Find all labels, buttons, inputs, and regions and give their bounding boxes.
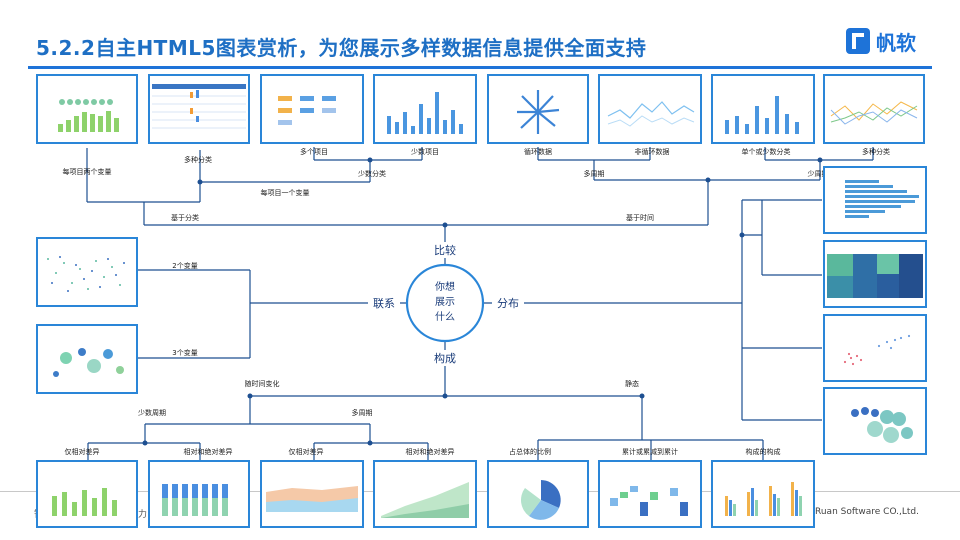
thumb-grouped-bar-graphic xyxy=(725,482,802,516)
thumb-line-chart[interactable] xyxy=(598,74,702,144)
branch-compare: 比较 xyxy=(434,243,456,257)
branch-relation: 联系 xyxy=(373,297,395,310)
thumb-horizontal-bar-chart[interactable] xyxy=(823,166,927,234)
thumb-density-scatter-graphic xyxy=(843,334,911,366)
thumb-multi-line-graphic xyxy=(830,101,918,125)
thumb-scatter-graphic xyxy=(47,256,125,292)
thumb-line-graphic xyxy=(607,101,695,127)
label-single-or-few: 单个或少数分类 xyxy=(742,147,791,156)
label-non-cyclic: 非循环数据 xyxy=(635,147,670,156)
thumb-waterfall-graphic xyxy=(610,486,688,516)
thumb-horizontal-bar-graphic xyxy=(845,180,919,218)
thumb-treemap-chart[interactable] xyxy=(823,240,927,308)
thumb-area-relative[interactable] xyxy=(260,460,364,528)
thumb-stacked-bar-relative[interactable] xyxy=(36,460,138,528)
thumb-multi-item-bars[interactable] xyxy=(260,74,364,144)
thumb-single-class-graphic xyxy=(725,96,799,134)
label-share-of-total: 占总体的比例 xyxy=(509,447,551,456)
thumb-stacked-bar-absolute-graphic xyxy=(162,484,228,516)
thumb-bubble-cluster-graphic xyxy=(851,407,913,443)
branch-distribution: 分布 xyxy=(497,297,519,310)
thumb-area-absolute[interactable] xyxy=(373,460,477,528)
label-few-periods-comp: 少数周期 xyxy=(138,408,166,417)
thumb-grouped-bar-chart[interactable] xyxy=(711,460,815,528)
junction-dots xyxy=(142,157,823,446)
thumb-radial-graphic xyxy=(517,90,560,134)
footer-copyright: Ruan Software CO.,Ltd. xyxy=(815,507,920,517)
label-by-class: 基于分类 xyxy=(171,213,199,222)
label-cumulative: 累计或累减到累计 xyxy=(622,447,678,456)
label-relative-abs-diff: 相对和绝对差异 xyxy=(184,447,233,456)
thumb-multi-item-graphic xyxy=(278,96,336,125)
page-title: 5.2.2自主HTML5图表赏析，为您展示多样数据信息提供全面支持 xyxy=(36,36,647,60)
logo-text: 帆软 xyxy=(876,30,916,55)
center-line-3: 什么 xyxy=(435,311,455,323)
center-circle xyxy=(405,263,485,343)
logo-icon xyxy=(846,28,870,54)
thumb-stacked-bar-absolute[interactable] xyxy=(148,460,250,528)
thumb-few-item-bars[interactable] xyxy=(373,74,477,144)
label-over-time: 随时间变化 xyxy=(245,379,280,388)
thumb-table-graphic xyxy=(152,84,246,129)
label-two-vars: 2个变量 xyxy=(172,261,197,270)
logo: 帆软 xyxy=(846,26,916,56)
thumb-bubble-chart[interactable] xyxy=(36,324,138,394)
thumb-density-scatter-chart[interactable] xyxy=(823,314,927,382)
thumb-radial-chart[interactable] xyxy=(487,74,589,144)
thumb-bubble-cluster-chart[interactable] xyxy=(823,387,927,455)
label-multi-items: 多个项目 xyxy=(300,147,328,156)
label-three-vars: 3个变量 xyxy=(172,348,197,357)
branch-composition: 构成 xyxy=(434,351,456,365)
thumb-stacked-bar-relative-graphic xyxy=(52,488,117,516)
thumb-dot-bar-chart[interactable] xyxy=(36,74,138,144)
center-line-2: 展示 xyxy=(435,296,455,308)
label-one-var-per-item: 每项目一个变量 xyxy=(261,188,310,197)
label-cyclic: 循环数据 xyxy=(524,147,552,156)
label-many-periods: 多周期 xyxy=(584,169,605,178)
label-relative-diff: 仅相对差异 xyxy=(65,447,100,456)
label-few-items: 少数项目 xyxy=(411,147,439,156)
thumb-pie-graphic xyxy=(521,480,561,520)
label-relative-abs-diff-2: 相对和绝对差异 xyxy=(406,447,455,456)
thumb-area-relative-graphic xyxy=(266,486,358,512)
thumb-single-class-bars[interactable] xyxy=(711,74,815,144)
thumb-bubble-graphic xyxy=(53,348,124,377)
label-static: 静态 xyxy=(625,379,639,388)
thumb-multi-line-chart[interactable] xyxy=(823,74,925,144)
label-few-periods: 少周期 xyxy=(808,170,829,178)
footer-divider xyxy=(0,491,960,492)
label-few-class: 少数分类 xyxy=(358,169,386,178)
thumb-waterfall-chart[interactable] xyxy=(598,460,702,528)
footer-mid-text: 力 xyxy=(138,510,148,520)
label-multi-class-2: 多种分类 xyxy=(862,147,890,156)
thumb-table-chart[interactable] xyxy=(148,74,250,144)
thumb-few-item-graphic xyxy=(387,92,463,134)
label-relative-diff-2: 仅相对差异 xyxy=(289,447,324,456)
label-multi-class: 多种分类 xyxy=(184,155,212,164)
label-component: 构成的构成 xyxy=(746,447,781,456)
thumb-area-absolute-graphic xyxy=(381,482,469,518)
label-two-vars-per-item: 每项目两个变量 xyxy=(63,167,112,176)
thumb-pie-chart[interactable] xyxy=(487,460,589,528)
title-divider xyxy=(28,66,932,69)
label-many-periods-comp: 多周期 xyxy=(352,408,373,417)
thumb-dot-bar-graphic xyxy=(58,99,119,132)
label-by-time: 基于时间 xyxy=(626,213,654,222)
thumb-treemap-graphic xyxy=(827,254,923,298)
center-line-1: 你想 xyxy=(435,280,455,293)
thumb-scatter-chart[interactable] xyxy=(36,237,138,307)
